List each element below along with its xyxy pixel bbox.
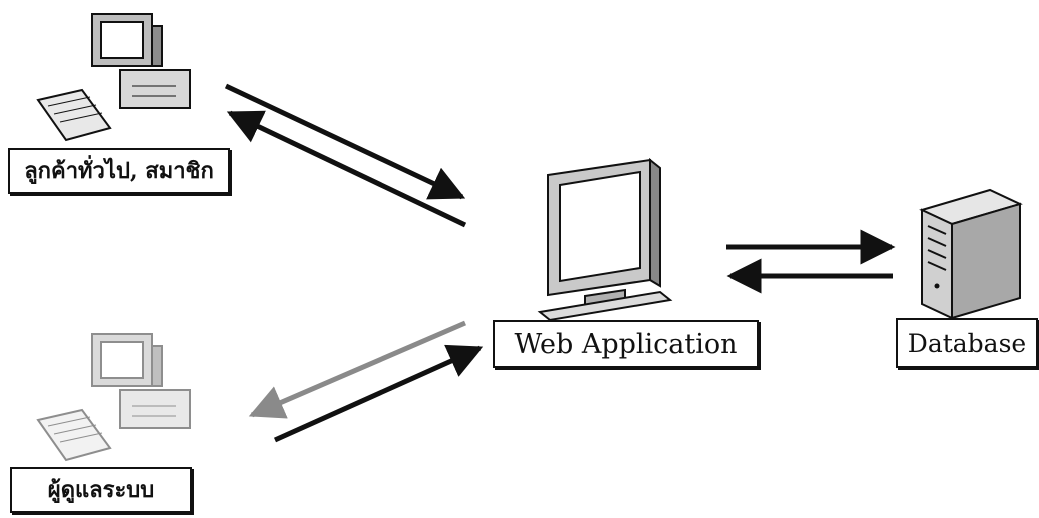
arrow-admin-to-webapp (273, 344, 484, 443)
admin-label: ผู้ดูแลระบบ (10, 467, 192, 513)
web-server-monitor-icon (537, 157, 673, 322)
customer-computer-icon (36, 13, 191, 142)
arrow-webapp-to-admin (248, 320, 466, 419)
arrow-webapp-to-customer (226, 110, 467, 228)
database-server-icon (919, 188, 1023, 320)
web-application-label: Web Application (493, 320, 759, 368)
database-label: Database (896, 318, 1038, 368)
arrow-customer-to-webapp (224, 83, 466, 200)
customer-label: ลูกค้าทั่วไป, สมาชิก (8, 148, 230, 194)
admin-computer-icon (36, 333, 191, 462)
